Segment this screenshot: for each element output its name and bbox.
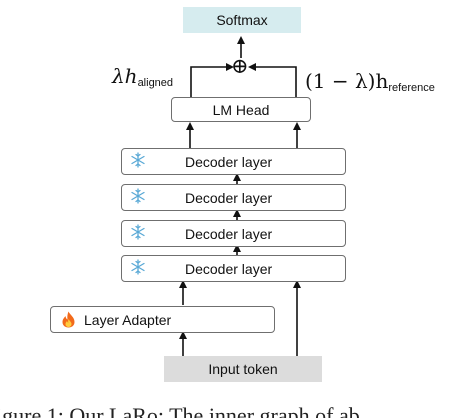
softmax-box: Softmax	[183, 7, 301, 33]
decoder-layer-label: Decoder layer	[185, 225, 273, 242]
reference-term-symbol: (1 − λ)h	[305, 69, 389, 93]
decoder-layer: Decoder layer	[121, 184, 346, 211]
decoder-layer: Decoder layer	[121, 148, 346, 175]
snowflake-icon	[131, 152, 145, 168]
layer-adapter-box: Layer Adapter	[50, 306, 275, 333]
lm-head-label: LM Head	[212, 101, 270, 118]
snowflake-icon	[131, 188, 145, 204]
softmax-label: Softmax	[216, 12, 268, 28]
reference-term: (1 − λ)hreference	[305, 71, 435, 94]
layer-adapter-label: Layer Adapter	[84, 311, 172, 328]
input-token-label: Input token	[208, 361, 278, 377]
aligned-term-subscript: aligned	[137, 77, 174, 89]
aligned-term-symbol: λh	[112, 64, 138, 88]
combine-symbol: ⊕	[231, 54, 249, 78]
decoder-layer: Decoder layer	[121, 220, 346, 247]
reference-term-subscript: reference	[388, 82, 435, 94]
figure-caption: igure 1: Our LaRo: The inner graph of ab	[0, 403, 360, 418]
decoder-layer: Decoder layer	[121, 255, 346, 282]
lm-head-box: LM Head	[171, 97, 311, 122]
input-token-box: Input token	[164, 356, 322, 382]
decoder-layer-label: Decoder layer	[185, 260, 273, 277]
aligned-term: λhaligned	[112, 66, 173, 89]
decoder-layer-label: Decoder layer	[185, 189, 273, 206]
snowflake-icon	[131, 259, 145, 275]
fire-icon	[62, 311, 75, 328]
snowflake-icon	[131, 224, 145, 240]
decoder-layer-label: Decoder layer	[185, 153, 273, 170]
